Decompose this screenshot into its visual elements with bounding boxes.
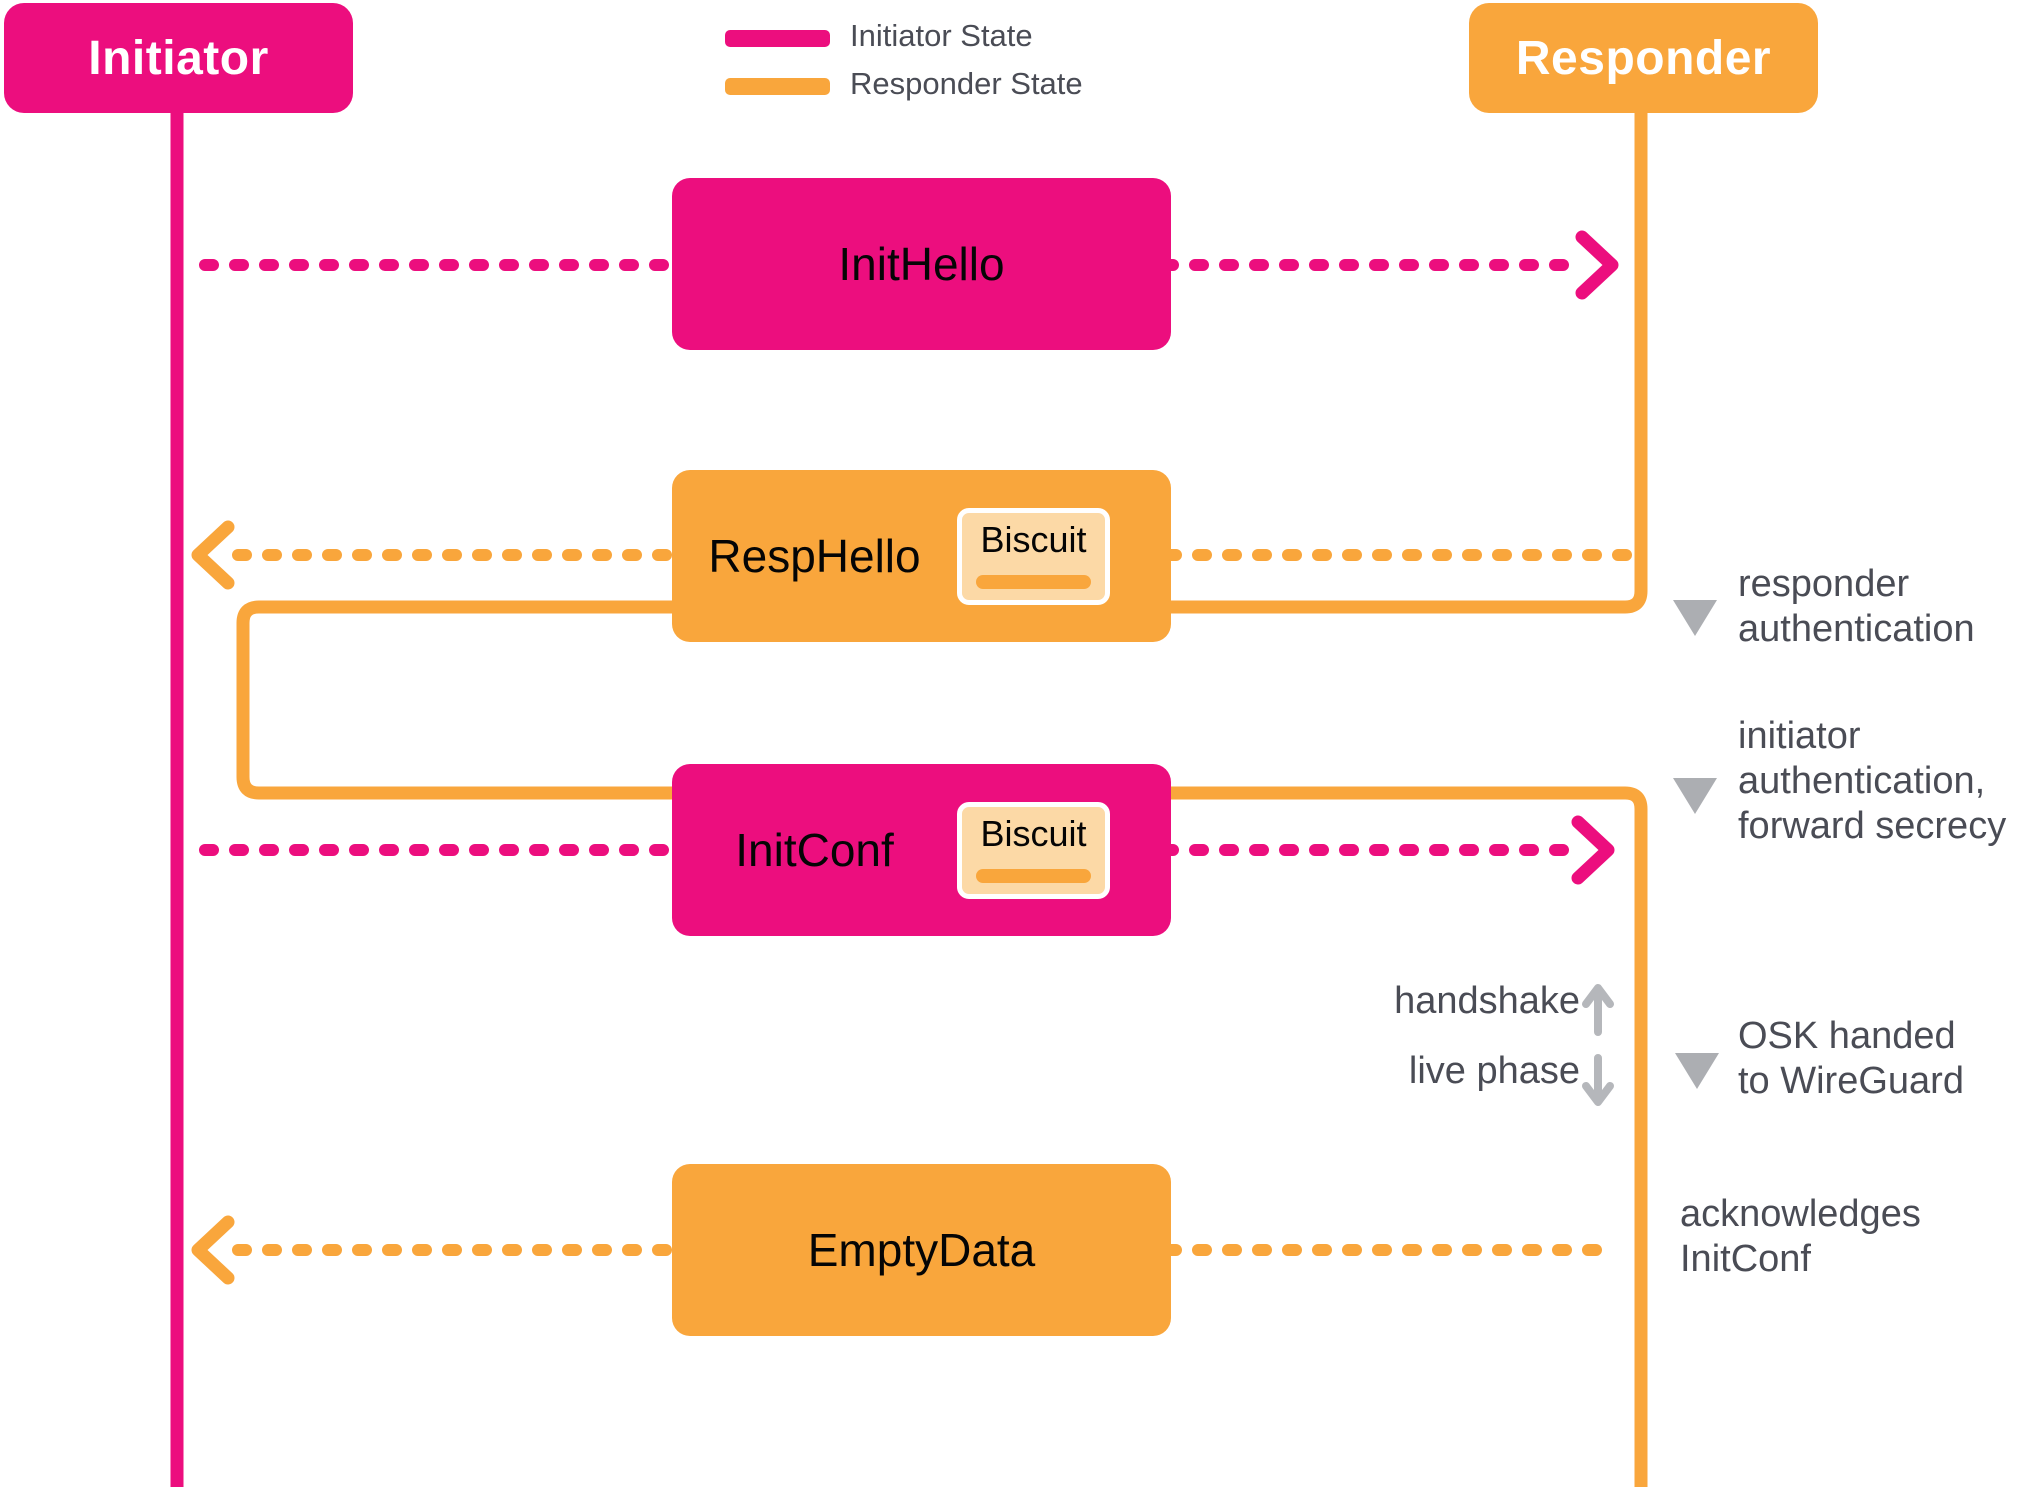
resphello-biscuit-state-bar <box>976 575 1091 589</box>
handshake-phase-label: handshake <box>1394 980 1580 1022</box>
osk-annotation: OSK handed to WireGuard <box>1738 1014 1964 1104</box>
resphello-biscuit-box: Biscuit <box>957 508 1110 605</box>
resphello-biscuit-label: Biscuit <box>980 519 1087 560</box>
initiator-auth-line3: forward secrecy <box>1738 805 2007 847</box>
emptydata-message-box: EmptyData <box>672 1164 1171 1336</box>
resphello-label: RespHello <box>708 530 921 582</box>
initiator-actor-label: Initiator <box>88 31 269 85</box>
legend-initiator-state-swatch <box>725 30 830 47</box>
legend-responder-state-label: Responder State <box>850 66 1083 101</box>
responder-auth-marker-icon <box>1673 600 1717 636</box>
inithello-message-box: InitHello <box>672 178 1171 350</box>
initconf-label: InitConf <box>735 824 894 876</box>
legend-initiator-state-label: Initiator State <box>850 18 1033 53</box>
legend-responder-state-swatch <box>725 78 830 95</box>
initiator-auth-marker-icon <box>1673 778 1717 814</box>
ack-annotation: acknowledges InitConf <box>1680 1192 1921 1282</box>
responder-auth-line1: responder <box>1738 563 1910 605</box>
osk-marker-icon <box>1675 1053 1719 1089</box>
resphello-arrowhead-icon <box>191 520 235 590</box>
responder-actor-box: Responder <box>1469 3 1818 113</box>
emptydata-label: EmptyData <box>807 1224 1036 1276</box>
resphello-message-box: RespHello Biscuit <box>672 470 1171 642</box>
initconf-biscuit-box: Biscuit <box>957 802 1110 899</box>
responder-state-line <box>236 100 1648 1487</box>
live-phase-label: live phase <box>1408 1050 1580 1092</box>
osk-line2: to WireGuard <box>1738 1060 1964 1102</box>
initiator-auth-line2: authentication, <box>1738 760 1986 802</box>
inithello-label: InitHello <box>838 238 1005 290</box>
initiator-actor-box: Initiator <box>4 3 353 113</box>
ack-line1: acknowledges <box>1680 1193 1921 1235</box>
initconf-message-box: InitConf Biscuit <box>672 764 1171 936</box>
ack-line2: InitConf <box>1680 1238 1811 1280</box>
emptydata-arrowhead-icon <box>191 1215 235 1285</box>
handshake-up-arrow-icon <box>1582 984 1614 1036</box>
initconf-biscuit-label: Biscuit <box>980 813 1087 854</box>
initiator-auth-line1: initiator <box>1738 715 1861 757</box>
responder-actor-label: Responder <box>1515 31 1772 85</box>
initconf-arrowhead-icon <box>1571 815 1615 885</box>
responder-auth-line2: authentication <box>1738 608 1975 650</box>
inithello-arrowhead-icon <box>1575 230 1619 300</box>
initiator-auth-annotation: initiator authentication, forward secrec… <box>1738 714 2006 849</box>
live-phase-down-arrow-icon <box>1582 1054 1614 1106</box>
osk-line1: OSK handed <box>1738 1015 1956 1057</box>
responder-auth-annotation: responder authentication <box>1738 562 1975 652</box>
initconf-biscuit-state-bar <box>976 869 1091 883</box>
